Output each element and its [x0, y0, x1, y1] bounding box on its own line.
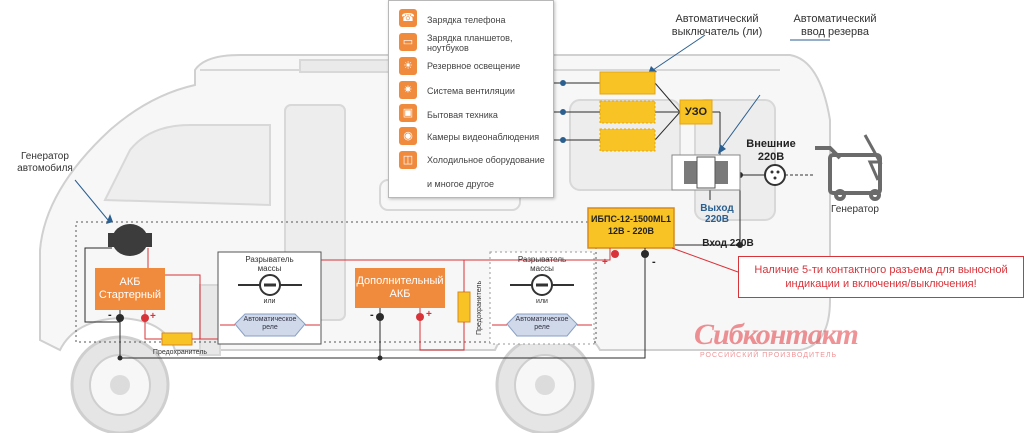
starter-battery — [95, 268, 165, 310]
aux-battery-label-line1: Дополнительный — [356, 275, 444, 287]
tv-icon: ▣ — [399, 104, 417, 122]
disconnector-switch-icon — [510, 274, 574, 296]
disconnector-box — [217, 251, 322, 345]
uzo-label: УЗО — [684, 106, 708, 118]
relay-label-line1: Автоматическое — [515, 316, 569, 323]
low-voltage-zone — [75, 221, 597, 343]
relay-label-line2: реле — [262, 324, 278, 331]
load-item-label: Зарядка планшетов, ноутбуков — [427, 33, 513, 53]
car-generator-icon — [108, 224, 152, 256]
generator-icon — [815, 134, 883, 201]
disconnector-switch-icon — [238, 274, 302, 296]
fuse-label-vertical: Предохранитель — [476, 280, 483, 335]
aux-battery — [355, 268, 445, 308]
aux-battery-label-line2: АКБ — [389, 288, 411, 300]
uzo-box — [679, 99, 713, 125]
tablet-icon: ▭ — [399, 33, 417, 51]
camera-icon: ◉ — [399, 127, 417, 145]
disconnector-label-line2: массы — [257, 264, 282, 273]
load-item: ▭ Зарядка планшетов, ноутбуков — [389, 31, 553, 53]
input-label: Вход 220В — [702, 238, 754, 249]
fridge-icon: ◫ — [399, 151, 417, 169]
external-label-line2: 220В — [757, 151, 785, 163]
auto-breaker-label: Автоматический выключатель (ли) — [671, 13, 763, 38]
relay-label-line2: реле — [534, 324, 550, 331]
load-item-label: Система вентиляции — [427, 86, 515, 96]
relay-label-line1: Автоматическое — [243, 316, 297, 323]
battery-terminals — [116, 250, 649, 361]
minus-sign: - — [108, 309, 112, 321]
plus-sign: + — [426, 309, 432, 320]
minus-sign: - — [370, 309, 374, 321]
plus-sign: + — [150, 311, 156, 322]
circuit-breakers — [599, 71, 656, 152]
load-item: и многое другое — [389, 177, 553, 199]
junction-dot — [737, 242, 743, 248]
junction-dots-blue — [560, 80, 566, 143]
car-generator-label-line2: автомобиля — [17, 163, 73, 174]
external-label-line1: Внешние — [746, 138, 796, 150]
starter-battery-label-line2: Стартерный — [98, 289, 162, 301]
output-label-line2: 220В — [705, 214, 729, 225]
pointer-arrow — [718, 144, 726, 154]
load-list-panel: ☎ Зарядка телефона ▭ Зарядка планшетов, … — [388, 0, 554, 198]
callout-pointers — [74, 34, 830, 221]
car-generator-label-line1: Генератор — [21, 151, 69, 162]
ups-model-label: ИБПС-12-1500ML1 — [591, 214, 671, 224]
brand-tagline: РОССИЙСКИЙ ПРОИЗВОДИТЕЛЬ — [700, 352, 838, 359]
load-item-label: Камеры видеонаблюдения — [427, 132, 540, 142]
fuse-2 — [457, 291, 471, 323]
load-item-label: Холодильное оборудование — [427, 155, 545, 165]
note-pointer — [671, 247, 739, 273]
ups-voltage-label: 12В - 220В — [607, 226, 655, 236]
fan-icon: ✷ — [399, 81, 417, 99]
or-label: или — [536, 298, 548, 305]
load-item: ☎ Зарядка телефона — [389, 7, 553, 29]
relay-icon — [220, 313, 320, 337]
load-item: ◫ Холодильное оборудование — [389, 149, 553, 171]
load-item: ◉ Камеры видеонаблюдения — [389, 125, 553, 147]
fuse-1 — [161, 332, 193, 346]
starter-battery-label-line1: АКБ — [119, 276, 141, 288]
load-item-label: Зарядка телефона — [427, 15, 506, 25]
load-item-label: Резервное освещение — [427, 61, 521, 71]
external-socket — [764, 164, 815, 186]
generator-label: Генератор — [831, 204, 879, 215]
pointer-arrow — [106, 214, 113, 224]
load-item: ▣ Бытовая техника — [389, 102, 553, 124]
phone-icon: ☎ — [399, 9, 417, 27]
disconnector-label-line1: Разрыватель — [517, 255, 567, 264]
brand-logo: Сибконтакт — [694, 318, 859, 351]
load-item-label: и многое другое — [427, 179, 495, 189]
auto-reserve-label: Автоматический ввод резерва — [793, 13, 877, 38]
fuse-label: Предохранитель — [152, 349, 208, 356]
disconnector-label-line1: Разрыватель — [245, 255, 294, 264]
load-item: ✷ Система вентиляции — [389, 79, 553, 101]
rear-wheel — [495, 335, 595, 433]
output-label-line1: Выход — [700, 203, 734, 214]
ats-switch — [671, 154, 741, 191]
disconnector-label-line2: массы — [530, 264, 554, 273]
front-wheel — [70, 335, 170, 433]
ups-box — [587, 207, 675, 249]
load-item-label: Бытовая техника — [427, 110, 498, 120]
minus-sign: - — [652, 256, 656, 268]
relay-icon — [492, 313, 592, 337]
connector-note: Наличие 5-ти контактного разъема для вын… — [738, 256, 1024, 298]
bulb-icon: ☀ — [399, 57, 417, 75]
load-item: ☀ Резервное освещение — [389, 55, 553, 77]
positive-wires — [144, 248, 611, 351]
or-label: или — [263, 298, 276, 305]
plus-sign: + — [602, 257, 608, 268]
